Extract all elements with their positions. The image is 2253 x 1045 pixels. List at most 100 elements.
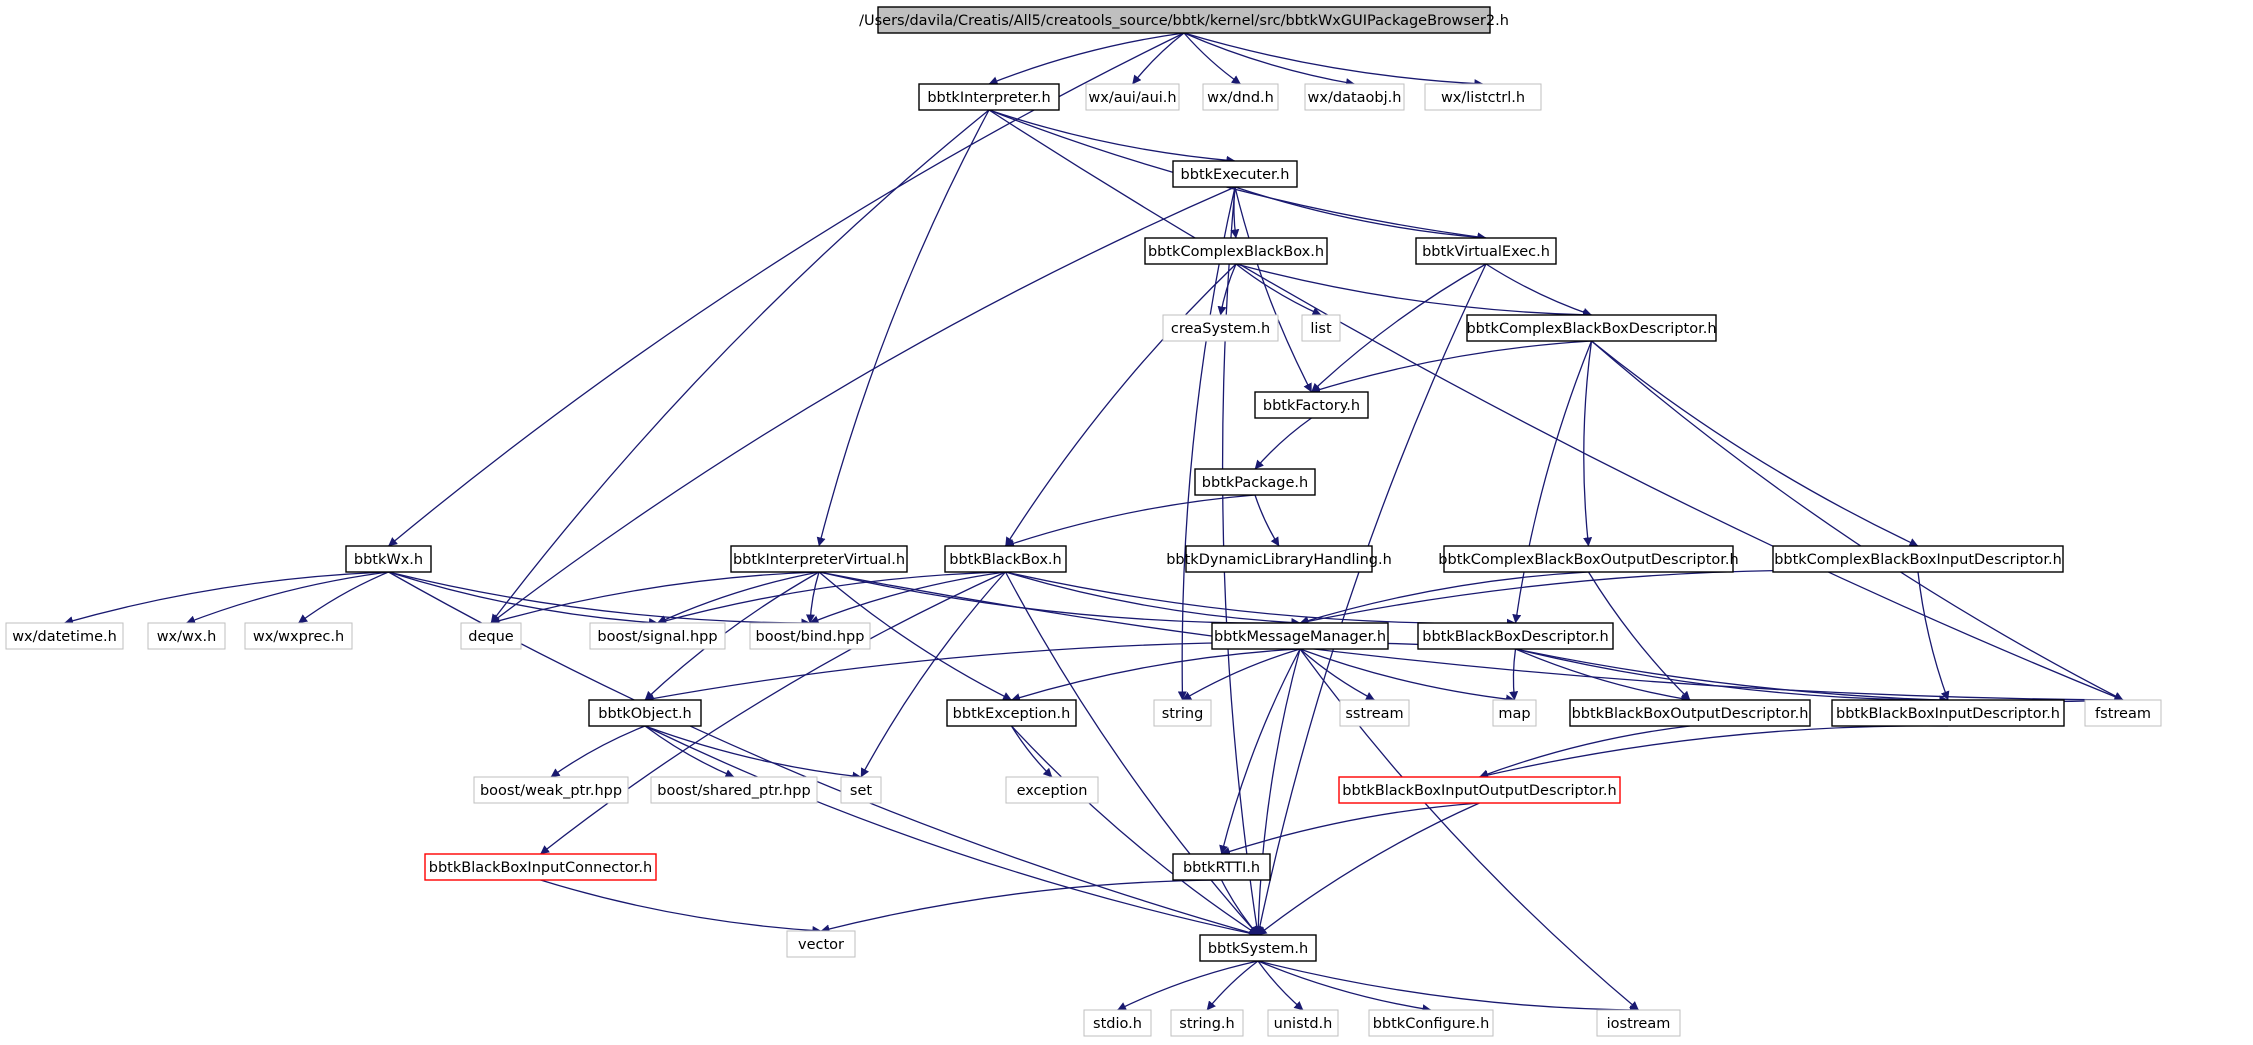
- node-complexbb[interactable]: bbtkComplexBlackBox.h: [1144, 237, 1328, 265]
- edge-executer-to-virtualexec: [1234, 186, 1487, 242]
- node-rtti-label: bbtkRTTI.h: [1183, 860, 1260, 876]
- edge-complexbb-to-blackbox: [1004, 263, 1237, 547]
- node-system[interactable]: bbtkSystem.h: [1199, 934, 1317, 962]
- node-stdio-label: stdio.h: [1093, 1016, 1142, 1032]
- node-bbindesc[interactable]: bbtkBlackBoxInputDescriptor.h: [1831, 699, 2065, 727]
- node-cbboutdesc[interactable]: bbtkComplexBlackBoxOutputDescriptor.h: [1438, 545, 1739, 573]
- edge-blackbox-to-msgmanager: [1005, 571, 1301, 628]
- edge-cbbindesc-to-bbindesc: [1917, 571, 1950, 701]
- edge-cbbdesc-to-factory: [1311, 340, 1592, 394]
- node-cbbdesc[interactable]: bbtkComplexBlackBoxDescriptor.h: [1466, 314, 1717, 342]
- node-bbinconn-box: [424, 853, 657, 881]
- edge-blackbox-to-system: [1004, 571, 1259, 936]
- node-dynlib[interactable]: bbtkDynamicLibraryHandling.h: [1166, 545, 1392, 573]
- node-bbinoutdesc-label: bbtkBlackBoxInputOutputDescriptor.h: [1342, 783, 1616, 799]
- edge-package-to-blackbox: [1005, 494, 1256, 548]
- node-creasystem: creaSystem.h: [1162, 314, 1279, 342]
- node-root-label: /Users/davila/Creatis/All5/creatools_sou…: [859, 13, 1509, 29]
- node-boost_signal-label: boost/signal.hpp: [597, 629, 717, 645]
- node-map-box: [1492, 699, 1537, 727]
- node-deque: deque: [460, 622, 522, 650]
- node-interpreter[interactable]: bbtkInterpreter.h: [918, 83, 1060, 111]
- node-std_exception-label: exception: [1017, 783, 1088, 799]
- node-bbindesc-box: [1831, 699, 2065, 727]
- node-bboutdesc[interactable]: bbtkBlackBoxOutputDescriptor.h: [1569, 699, 1811, 727]
- node-interpreter-label: bbtkInterpreter.h: [927, 90, 1050, 106]
- node-rtti-box: [1172, 853, 1271, 881]
- edge-msgmanager-to-map: [1299, 648, 1515, 704]
- node-stdio-box: [1083, 1009, 1152, 1037]
- node-std_exception: exception: [1005, 776, 1099, 804]
- node-wx_dnd: wx/dnd.h: [1202, 83, 1279, 111]
- node-root-box: [877, 6, 1491, 34]
- node-boost_bind: boost/bind.hpp: [749, 622, 871, 650]
- node-wx_datetime-label: wx/datetime.h: [12, 629, 117, 645]
- node-cbboutdesc-box: [1443, 545, 1734, 573]
- edge-interpvirtual-to-deque: [490, 571, 820, 626]
- node-set-box: [840, 776, 882, 804]
- node-boost_bind-box: [749, 622, 871, 650]
- edge-interpreter-to-deque: [490, 109, 990, 624]
- edge-virtualexec-to-system: [1255, 263, 1487, 936]
- node-list-box: [1301, 314, 1341, 342]
- node-package[interactable]: bbtkPackage.h: [1194, 468, 1316, 496]
- edge-rtti-to-system: [1220, 879, 1259, 936]
- edge-virtualexec-to-factory: [1311, 263, 1487, 393]
- edge-bbinoutdesc-to-system: [1257, 802, 1480, 936]
- node-blackbox[interactable]: bbtkBlackBox.h: [944, 545, 1067, 573]
- node-object[interactable]: bbtkObject.h: [588, 699, 702, 727]
- node-wx_wx-box: [147, 622, 226, 650]
- node-cbbindesc-box: [1772, 545, 2064, 573]
- edge-root-to-wx_dataobj: [1183, 32, 1355, 87]
- node-cbbdesc-box: [1466, 314, 1717, 342]
- node-msgmanager[interactable]: bbtkMessageManager.h: [1211, 622, 1389, 650]
- edge-complexbb-to-creasystem: [1217, 263, 1237, 316]
- edge-blackbox-to-boost_bind: [809, 571, 1006, 625]
- node-interpvirtual[interactable]: bbtkInterpreterVirtual.h: [730, 545, 908, 573]
- edge-executer-to-factory: [1234, 186, 1313, 393]
- node-configure-box: [1368, 1009, 1494, 1037]
- node-interpreter-box: [918, 83, 1060, 111]
- edge-bbdesc-to-bbindesc: [1515, 648, 1949, 705]
- node-string: string: [1153, 699, 1212, 727]
- node-bbdesc[interactable]: bbtkBlackBoxDescriptor.h: [1417, 622, 1614, 650]
- node-bbtkwx-label: bbtkWx.h: [354, 552, 423, 568]
- node-exception[interactable]: bbtkException.h: [946, 699, 1077, 727]
- node-virtualexec-label: bbtkVirtualExec.h: [1422, 244, 1550, 260]
- node-bbtkwx-box: [345, 545, 432, 573]
- node-unistd-label: unistd.h: [1274, 1016, 1333, 1032]
- node-map-label: map: [1498, 706, 1530, 722]
- edge-interpvirtual-to-fstream: [818, 571, 2124, 705]
- node-boost_shared-box: [650, 776, 818, 804]
- node-executer[interactable]: bbtkExecuter.h: [1172, 160, 1298, 188]
- node-bbdesc-box: [1417, 622, 1614, 650]
- node-wx_wxprec: wx/wxprec.h: [244, 622, 353, 650]
- edge-rtti-to-vector: [820, 879, 1222, 934]
- edge-root-to-bbtkwx: [388, 32, 1185, 547]
- node-boost_signal: boost/signal.hpp: [589, 622, 726, 650]
- node-virtualexec-box: [1415, 237, 1557, 265]
- node-bbinoutdesc[interactable]: bbtkBlackBoxInputOutputDescriptor.h: [1338, 776, 1621, 804]
- node-interpvirtual-label: bbtkInterpreterVirtual.h: [733, 552, 905, 568]
- edge-cbbdesc-to-cbbindesc: [1591, 340, 1919, 547]
- edge-cbboutdesc-to-msgmanager: [1299, 571, 1589, 625]
- node-bbinoutdesc-box: [1338, 776, 1621, 804]
- node-cbbindesc[interactable]: bbtkComplexBlackBoxInputDescriptor.h: [1772, 545, 2064, 573]
- node-factory[interactable]: bbtkFactory.h: [1254, 391, 1369, 419]
- node-bbtkwx[interactable]: bbtkWx.h: [345, 545, 432, 573]
- node-system-label: bbtkSystem.h: [1208, 941, 1308, 957]
- edge-bbtkwx-to-wx_datetime: [64, 571, 389, 626]
- node-rtti[interactable]: bbtkRTTI.h: [1172, 853, 1271, 881]
- node-list: list: [1301, 314, 1341, 342]
- node-wx_listctrl-label: wx/listctrl.h: [1441, 90, 1525, 106]
- node-vector-box: [786, 930, 856, 958]
- node-stdio: stdio.h: [1083, 1009, 1152, 1037]
- node-string_h-box: [1170, 1009, 1244, 1037]
- edge-blackbox-to-set: [860, 571, 1006, 778]
- node-virtualexec[interactable]: bbtkVirtualExec.h: [1415, 237, 1557, 265]
- edge-interpvirtual-to-boost_bind: [805, 571, 820, 624]
- node-bbinconn[interactable]: bbtkBlackBoxInputConnector.h: [424, 853, 657, 881]
- node-root[interactable]: /Users/davila/Creatis/All5/creatools_sou…: [859, 6, 1509, 34]
- node-executer-box: [1172, 160, 1298, 188]
- edge-interpvirtual-to-boost_signal: [657, 571, 820, 624]
